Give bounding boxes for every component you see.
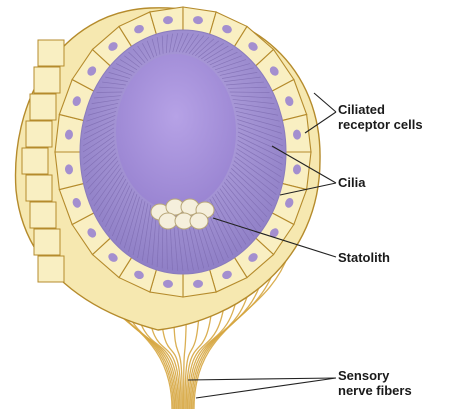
outer-cell [34,67,60,93]
outer-cell [38,40,64,66]
label-sensory-line-1: Sensory [338,368,412,383]
outer-cell [38,256,64,282]
statolith-grain [159,213,177,229]
cilium [230,92,270,93]
inner-cavity [116,54,236,210]
outer-cell [30,94,56,120]
label-statolith: Statolith [338,250,390,265]
outer-cell [26,121,52,147]
label-ciliated-line-1: Ciliated [338,102,423,117]
statolith-grain [190,213,208,229]
outer-cell [26,175,52,201]
leader-sensory-1 [188,378,336,380]
label-ciliated-receptor-cells: Ciliated receptor cells [338,102,423,132]
outer-cell [22,148,48,174]
outer-cell [30,202,56,228]
label-ciliated-line-2: receptor cells [338,117,423,132]
outer-cell [34,229,60,255]
label-sensory-nerve-fibers: Sensory nerve fibers [338,368,412,398]
leader-ciliated-2 [314,93,336,112]
label-sensory-line-2: nerve fibers [338,383,412,398]
label-cilia: Cilia [338,175,365,190]
cilium [96,92,122,93]
leader-sensory-2 [196,378,336,398]
